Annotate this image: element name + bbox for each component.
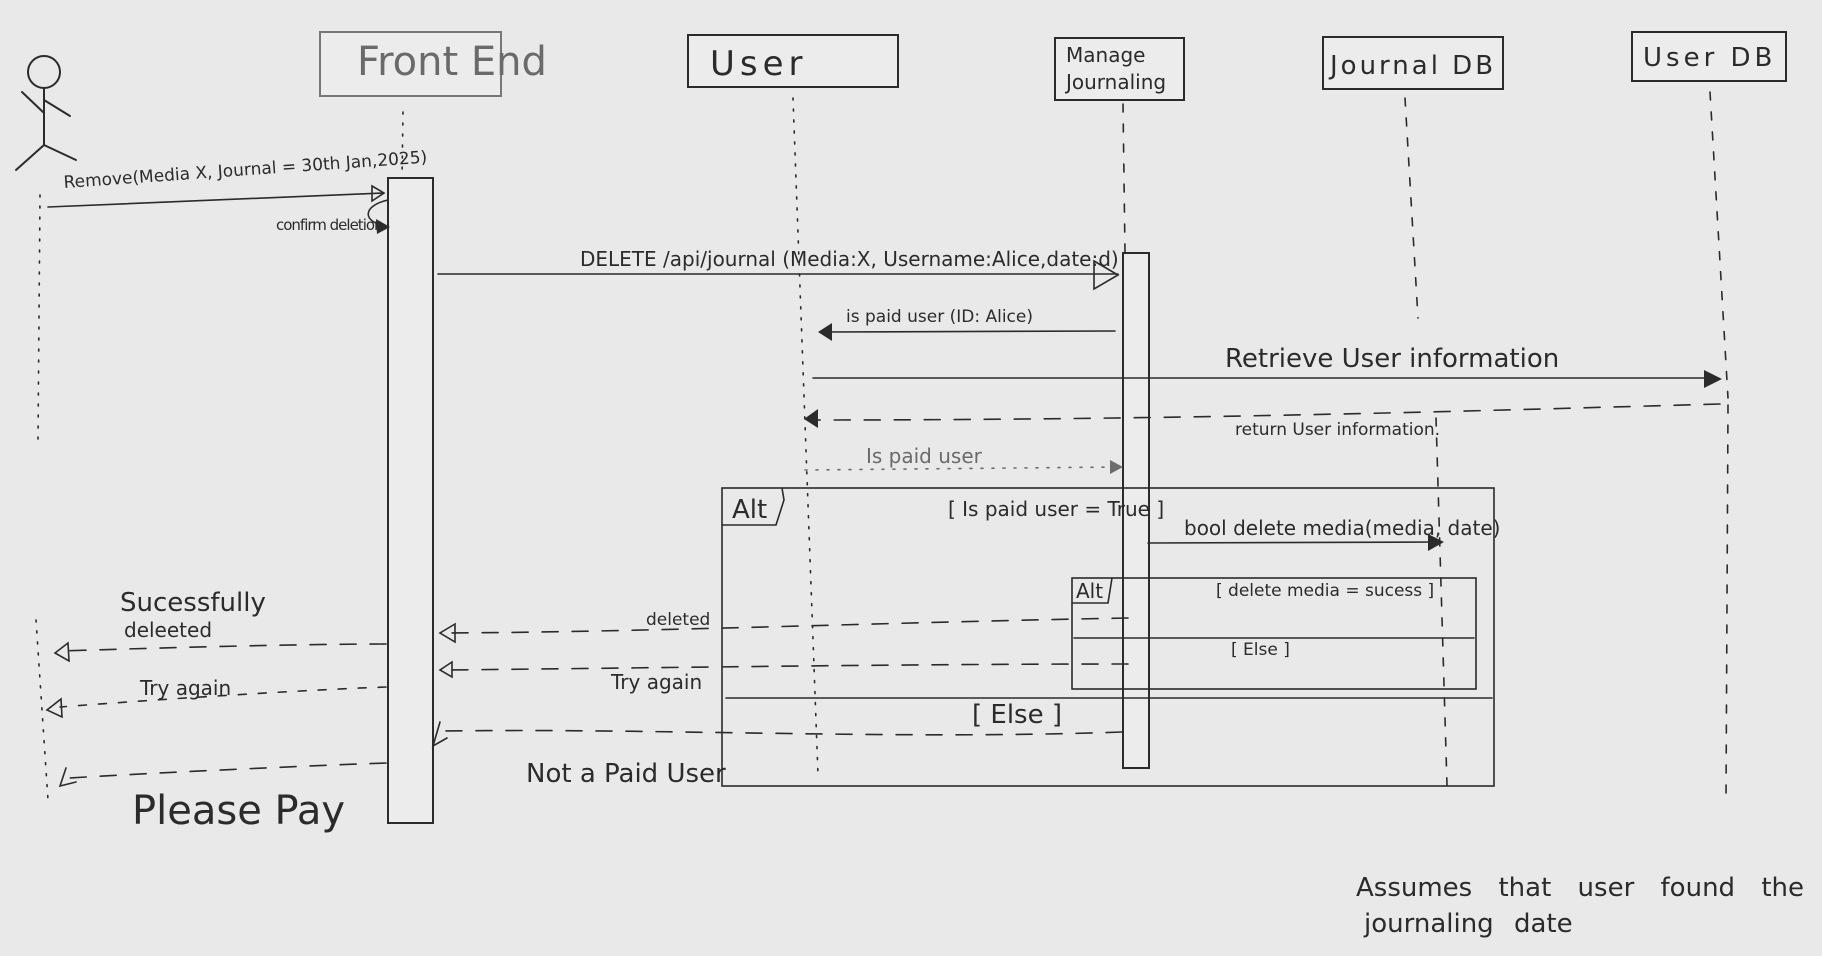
message-confirm-deletion-label: confirm deletion (276, 216, 383, 234)
fragment-alt-outer-label: Alt (732, 495, 767, 525)
message-retrieve-user-info: Retrieve User information (812, 344, 1722, 388)
lifeline-user (792, 97, 819, 776)
fragment-alt-inner-label: Alt (1076, 579, 1103, 603)
message-delete-api: DELETE /api/journal (Media:X, Username:A… (437, 247, 1120, 291)
message-try-again-inner: Try again (438, 660, 1129, 694)
participant-journal-db-label: Journal DB (1328, 51, 1496, 81)
fragment-alt-outer-guard: [ Is paid user = True ] (948, 497, 1164, 521)
message-successfully-deleted-label-2: deleeted (124, 618, 212, 642)
fragment-alt-outer: Alt [ Is paid user = True ] [ Else ] (721, 487, 1495, 787)
message-return-user-info: return User information. (804, 403, 1721, 440)
participant-front-end: Front End (319, 31, 547, 97)
lifeline-front-end (401, 111, 404, 179)
message-bool-delete-media: bool delete media(media, date) (1147, 516, 1500, 551)
participant-front-end-label: Front End (357, 39, 547, 85)
message-remove: Remove(Media X, Journal = 30th Jan,2025) (47, 148, 428, 208)
message-try-again-outer-label: Try again (139, 676, 231, 700)
message-please-pay: Please Pay (58, 762, 387, 834)
participant-user-label: User (710, 44, 808, 84)
message-deleted: deleted (438, 610, 1129, 644)
participant-manage-journaling: Manage Journaling (1054, 37, 1185, 101)
message-deleted-label: deleted (646, 610, 710, 630)
message-not-a-paid-user: Not a Paid User (431, 721, 1123, 789)
lifeline-user-db-lower (1725, 404, 1729, 801)
actor-lifeline-lower (35, 619, 49, 801)
lifeline-user-db (1709, 91, 1729, 399)
fragment-alt-outer-else: [ Else ] (972, 700, 1062, 730)
participant-manage-journaling-label-1: Manage (1066, 43, 1145, 67)
lifeline-journal-db (1404, 97, 1419, 319)
message-bool-delete-media-label: bool delete media(media, date) (1184, 516, 1500, 540)
message-is-paid-user-label: is paid user (ID: Alice) (846, 307, 1033, 327)
participant-manage-journaling-label-2: Journaling (1064, 70, 1166, 94)
lifeline-manage-journaling (1122, 103, 1126, 254)
message-please-pay-label: Please Pay (132, 788, 345, 834)
message-return-user-info-label: return User information. (1235, 420, 1440, 440)
message-not-a-paid-user-label: Not a Paid User (526, 759, 726, 789)
participant-user-db: User DB (1631, 31, 1787, 82)
note-assumption: Assumes that user found the journaling d… (1356, 873, 1804, 939)
message-try-again-inner-label: Try again (610, 670, 702, 694)
note-assumption-line-1: Assumes that user found the (1356, 873, 1804, 903)
participant-user-db-label: User DB (1643, 43, 1776, 73)
fragment-alt-inner-guard: [ delete media = sucess ] (1216, 581, 1434, 601)
participant-user: User (687, 34, 899, 88)
message-confirm-deletion: confirm deletion (276, 199, 390, 234)
activation-front-end (387, 177, 434, 824)
actor-stick-figure (15, 55, 77, 171)
participant-journal-db: Journal DB (1322, 36, 1504, 90)
message-is-paid-user-reply-label: Is paid user (866, 444, 983, 468)
message-is-paid-user-reply: Is paid user (804, 444, 1123, 474)
message-retrieve-user-info-label: Retrieve User information (1225, 344, 1559, 374)
message-try-again-outer: Try again (45, 676, 387, 719)
message-delete-api-label: DELETE /api/journal (Media:X, Username:A… (580, 247, 1119, 271)
message-successfully-deleted: Sucessfully deleeted (53, 588, 387, 663)
message-is-paid-user: is paid user (ID: Alice) (818, 307, 1116, 341)
note-assumption-line-2: journaling date (1363, 909, 1573, 939)
fragment-alt-inner-else: [ Else ] (1231, 640, 1290, 660)
fragment-alt-inner: Alt [ delete media = sucess ] [ Else ] (1071, 577, 1477, 690)
actor-lifeline (37, 194, 41, 441)
activation-manage-journaling (1122, 252, 1150, 769)
message-successfully-deleted-label-1: Sucessfully (120, 588, 266, 618)
lifeline-journal-db-lower (1435, 417, 1448, 786)
